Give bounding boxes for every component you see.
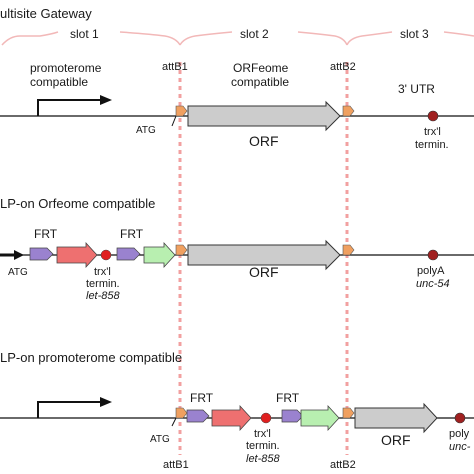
terminator-label: trx'l [254,428,271,440]
orf-arrow [187,239,341,271]
terminator-label: termin. [86,278,120,290]
slot-brace [346,31,393,46]
attb1-marker [175,105,188,117]
section2-title: LP-on Orfeome compatible [0,196,155,211]
green-cassette [143,241,176,269]
terminator-label: trx'l [424,126,441,138]
attb1-marker [175,407,188,419]
slot-brace [297,31,348,46]
orf-label: ORF [249,264,279,280]
frt1-label: FRT [190,391,214,405]
terminator-dot [427,110,439,122]
orf-arrow [354,402,438,434]
atg-label: ATG [150,434,170,445]
slot2-label: slot 2 [240,27,269,41]
attb2-marker [342,244,355,256]
red-cassette [211,404,252,432]
slot3-label: slot 3 [400,27,429,41]
terminator-gene: let-858 [86,290,121,302]
terminator-gene: let-858 [246,453,281,465]
attb1-marker [175,244,188,256]
frt1-arrow [29,247,54,261]
terminator-label: termin. [415,139,449,151]
slot1-label: slot 1 [70,27,99,41]
polya-dot [454,412,466,424]
promoter-arrow [37,401,100,418]
slot-brace [119,31,181,46]
attb1-label: attB1 [162,61,188,73]
slot-brace [443,31,474,37]
orf-label: ORF [249,133,279,149]
atg-tick [171,417,177,427]
atg-label: ATG [8,267,28,278]
atg-label: ATG [136,125,156,136]
frt1-arrow [186,409,210,423]
terminator-dot [100,249,112,261]
promoterome-label: promoterome [30,61,102,75]
attb1-label: attB1 [163,459,189,471]
slot-brace [179,31,233,46]
promoter-arrow-head [100,397,112,407]
polya-label: poly [449,428,470,440]
terminator-label: termin. [246,440,280,452]
orf-arrow [187,100,341,132]
terminator-dot [260,412,272,424]
promoter-arrow-head [100,95,112,105]
red-cassette [56,241,98,269]
promoterome-label: compatible [30,75,88,89]
polya-gene: unc-54 [416,278,450,290]
terminator-label: trx'l [94,266,111,278]
attb2-marker [342,105,355,117]
orfeome-label: ORFeome [233,61,289,75]
polya-label: polyA [417,265,445,277]
frt2-arrow [281,409,304,423]
utr-label: 3' UTR [398,82,435,96]
start-arrow-head [14,250,24,260]
polya-gene: unc- [449,441,471,453]
orfeome-label: compatible [231,75,289,89]
attb2-label: attB2 [330,459,356,471]
frt2-label: FRT [120,227,144,241]
green-cassette [300,404,340,432]
attb2-label: attB2 [330,61,356,73]
section3-title: LP-on promoterome compatible [0,350,182,365]
orf-label: ORF [381,432,411,448]
frt1-label: FRT [34,227,58,241]
attb2-marker [342,407,355,419]
frt2-arrow [116,247,141,261]
slot-brace [1,31,59,46]
polya-dot [427,249,439,261]
atg-tick [171,115,177,127]
section1-title: ultisite Gateway [0,6,92,21]
frt2-label: FRT [276,391,300,405]
promoter-arrow [37,99,100,116]
